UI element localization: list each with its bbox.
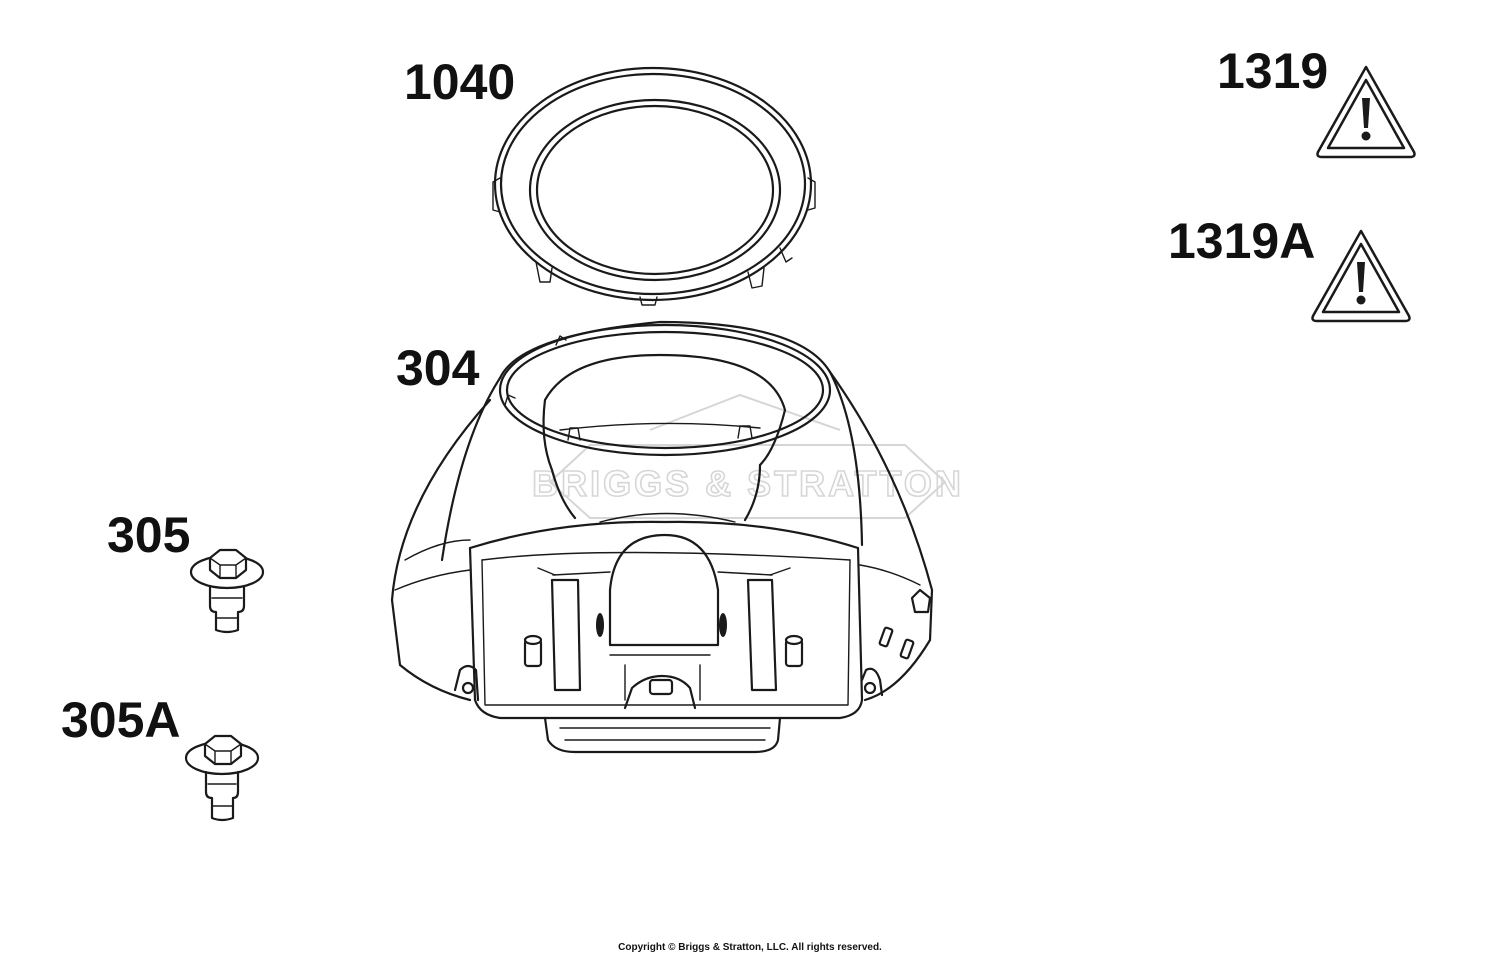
part-label-305: 305 [107,507,191,563]
warning-decal-alt-icon[interactable] [1311,229,1411,323]
screw-bolt-alt[interactable] [184,734,260,822]
part-label-1319: 1319 [1217,43,1329,99]
watermark-logo: BRIGGS & STRATTON [531,393,964,519]
copyright-notice: Copyright © Briggs & Stratton, LLC. All … [618,942,882,953]
warning-decal-icon[interactable] [1316,65,1416,159]
blower-housing[interactable] [390,320,934,754]
part-label-1319a: 1319A [1168,213,1316,269]
part-label-1040: 1040 [404,54,516,110]
ring-grille[interactable] [492,66,816,306]
screw-bolt[interactable] [189,548,265,634]
part-label-304: 304 [396,340,480,396]
watermark-text: BRIGGS & STRATTON [532,463,964,504]
part-label-305a: 305A [61,692,181,748]
